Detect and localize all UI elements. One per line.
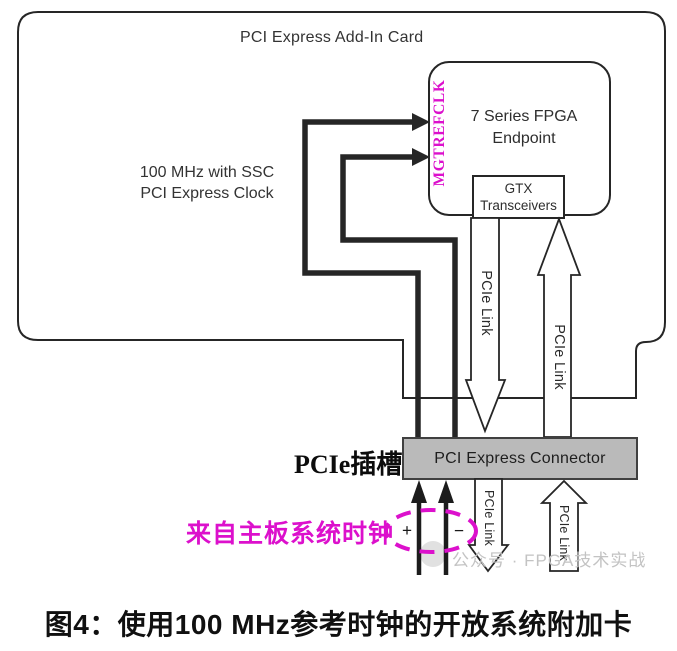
clock-trace-a <box>302 119 421 437</box>
clock-trace-b <box>340 154 458 437</box>
watermark-logo-icon <box>420 541 446 567</box>
mgtrefclk-port-label: MGTREFCLK <box>431 79 448 187</box>
slot-pcie-link-down-label: PCIe Link <box>482 490 496 546</box>
fpga-name-line2: Endpoint <box>492 130 556 147</box>
slot-pcie-link-up-arrow-icon <box>539 479 589 572</box>
pcie-link-down-label: PCIe Link <box>478 270 494 336</box>
pcie-link-up-label: PCIe Link <box>551 324 567 390</box>
gtx-line1: GTX <box>504 181 533 196</box>
clock-plus-sign: + <box>401 520 413 541</box>
clock-source-line1: 100 MHz with SSC <box>139 164 275 181</box>
gtx-transceivers-label: GTX Transceivers <box>474 180 563 214</box>
pcie-slot-label: PCIe插槽 <box>294 450 403 479</box>
fpga-name-line1: 7 Series FPGA <box>470 108 578 125</box>
clock-trace-a-arrowhead-icon <box>412 113 430 131</box>
gtx-line2: Transceivers <box>480 198 557 213</box>
gtx-transceivers-box <box>472 175 565 219</box>
slot-pcie-link-down-arrow-icon <box>467 478 510 573</box>
system-clock-arrow-minus-head-icon <box>438 480 454 503</box>
watermark-text: 公众号 · FPGA技术实战 <box>452 551 647 570</box>
clock-pair-highlight-ellipse <box>384 508 478 554</box>
clock-trace-b-arrowhead-icon <box>412 148 430 166</box>
system-clock-arrow-plus-head-icon <box>411 480 427 503</box>
clock-source-line2: PCI Express Clock <box>140 185 274 202</box>
motherboard-clock-label: 来自主板系统时钟 <box>186 521 395 548</box>
clock-source-label: 100 MHz with SSC PCI Express Clock <box>118 162 296 204</box>
pci-express-connector-box <box>402 437 638 480</box>
clock-minus-sign: − <box>453 520 465 541</box>
card-title: PCI Express Add-In Card <box>240 29 424 46</box>
add-in-card-outline <box>17 11 666 399</box>
fpga-endpoint-label: 7 Series FPGA Endpoint <box>448 106 600 150</box>
figure-caption: 图4：使用100 MHz参考时钟的开放系统附加卡 <box>44 609 633 640</box>
pcie-link-down-arrow-icon <box>464 217 507 434</box>
pci-express-connector-label: PCI Express Connector <box>434 450 606 467</box>
